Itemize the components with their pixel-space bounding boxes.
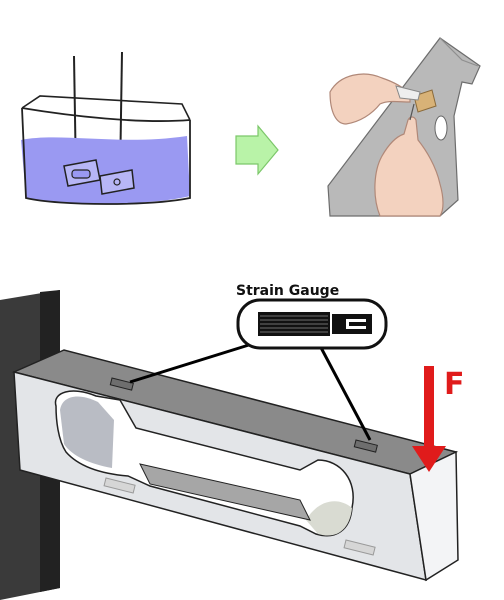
beam-end-face xyxy=(409,450,459,582)
strain-gauge-icon xyxy=(258,312,372,336)
load-cell-illustration: Strain Gauge F xyxy=(0,283,465,600)
hand-upper xyxy=(329,73,411,125)
beaker-illustration xyxy=(21,51,191,205)
callout-line-left xyxy=(129,342,253,384)
force-label: F xyxy=(444,367,465,402)
gauge-top-left xyxy=(109,377,134,391)
submerged-part xyxy=(63,159,135,195)
callout-line-right xyxy=(316,341,372,441)
beaker-outline xyxy=(21,107,191,205)
hand-lower xyxy=(374,116,444,217)
gauge-application-photo xyxy=(327,37,481,217)
beaker-rim xyxy=(21,95,191,121)
gauge-bottom-left xyxy=(103,477,136,494)
strain-gauge-label: Strain Gauge xyxy=(236,283,339,299)
right-arrow-icon xyxy=(235,124,279,176)
gauge-top-right xyxy=(353,439,378,453)
beaker-liquid xyxy=(21,136,190,204)
down-arrow-icon xyxy=(412,366,446,472)
gauge-bottom-right xyxy=(343,539,376,556)
